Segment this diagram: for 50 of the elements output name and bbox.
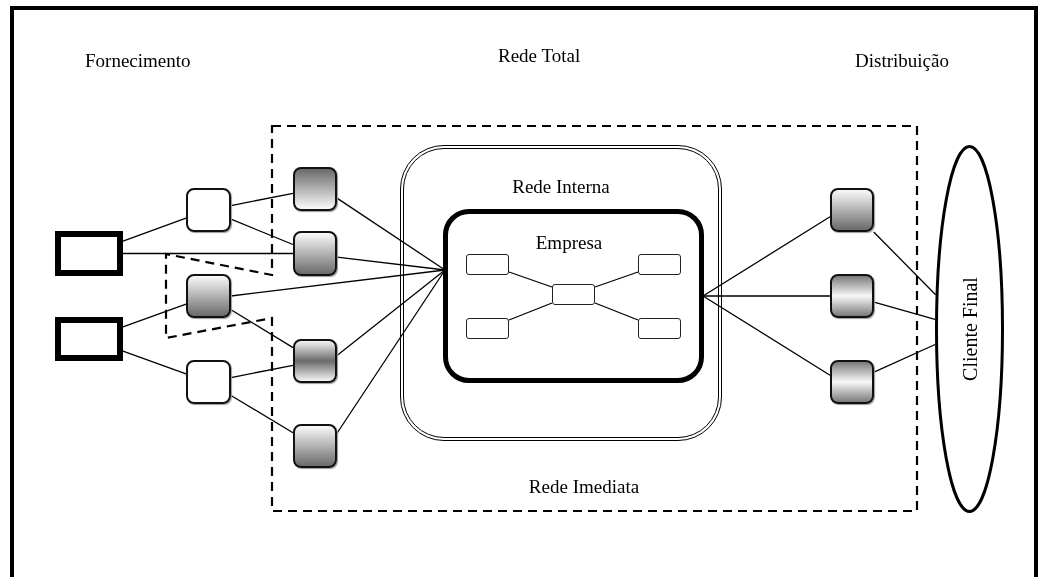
node-box <box>293 231 337 276</box>
node-label: Cliente Final <box>958 277 981 381</box>
connector-line <box>702 295 831 376</box>
connector-line <box>508 271 553 288</box>
node-box <box>293 339 337 383</box>
node-box <box>830 360 874 404</box>
connector-line <box>702 295 831 297</box>
node-box <box>830 274 874 318</box>
connector-line <box>336 197 446 271</box>
node-label: Empresa <box>535 232 603 254</box>
node-box <box>186 188 231 232</box>
connector-line <box>873 231 937 296</box>
node-box <box>830 188 874 232</box>
connector-line <box>122 303 187 328</box>
node-box <box>186 360 231 404</box>
company-box <box>443 209 704 383</box>
connector-line <box>508 302 553 321</box>
customer-ellipse <box>935 145 1004 513</box>
connector-line <box>702 216 831 297</box>
supplier-box <box>55 231 123 276</box>
connector-line <box>230 269 446 297</box>
connector-line <box>230 364 294 379</box>
supplier-box <box>55 317 123 361</box>
connector-line <box>336 269 446 357</box>
connector-line <box>594 302 639 321</box>
connector-line <box>336 256 446 271</box>
process-box <box>638 318 681 339</box>
section-heading: Fornecimento <box>85 50 191 72</box>
section-heading: Rede Total <box>498 45 581 67</box>
connector-line <box>122 350 187 375</box>
connector-line <box>873 301 936 320</box>
connector-line <box>230 218 294 246</box>
node-box <box>186 274 231 318</box>
process-box <box>466 318 509 339</box>
connector-line <box>230 192 294 207</box>
connector-line <box>122 217 187 242</box>
node-box <box>293 424 337 468</box>
double-rounded-boundary <box>400 145 722 441</box>
process-box <box>466 254 509 275</box>
connector-line <box>122 252 294 255</box>
process-box <box>552 284 595 305</box>
connector-line <box>594 271 639 288</box>
section-heading: Distribuição <box>855 50 949 72</box>
node-label: Rede Interna <box>512 176 610 198</box>
connector-line <box>230 309 294 349</box>
process-box <box>638 254 681 275</box>
connector-line <box>873 343 936 373</box>
node-label: Rede Imediata <box>528 476 640 498</box>
connector-line <box>230 394 294 434</box>
node-box <box>293 167 337 211</box>
